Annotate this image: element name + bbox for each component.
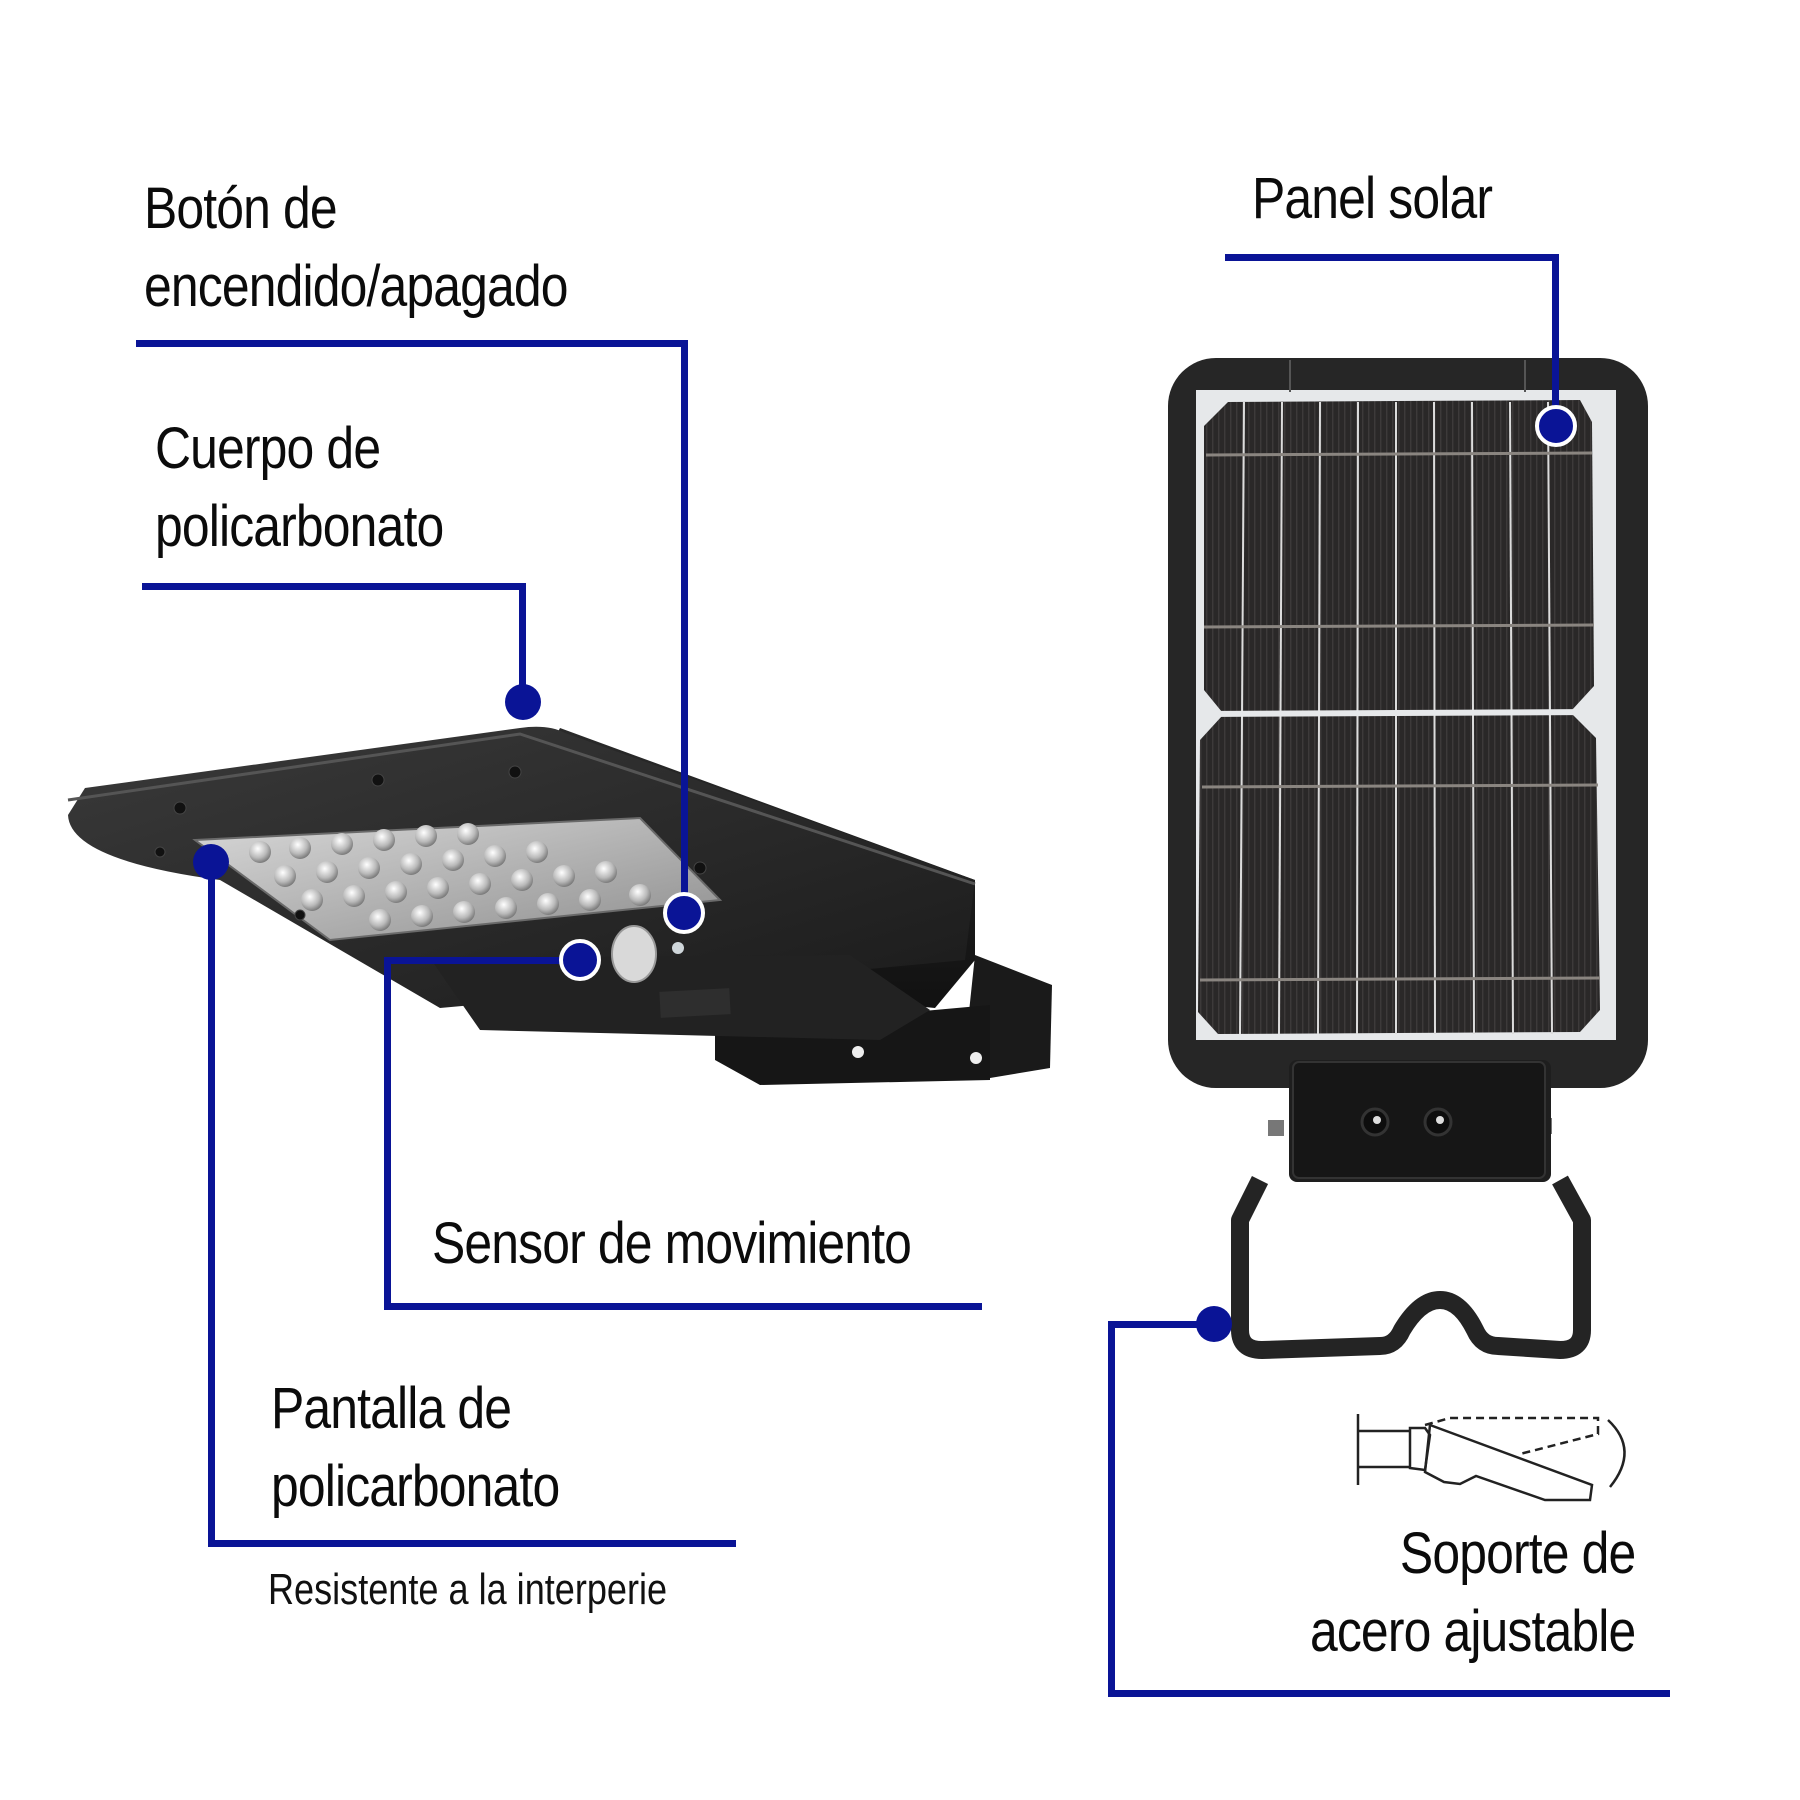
- label-body: Cuerpo de policarbonato: [155, 410, 444, 566]
- label-body-line1: Cuerpo de: [155, 416, 381, 481]
- label-screen-line1: Pantalla de: [271, 1376, 512, 1441]
- callout-line-panel-h: [1225, 254, 1559, 261]
- label-body-line2: policarbonato: [155, 494, 444, 559]
- callout-line-bracket-h1: [1108, 1321, 1213, 1328]
- label-screen-line2: policarbonato: [271, 1454, 560, 1519]
- callout-line-power-v: [681, 340, 688, 913]
- callout-dot-power-button: [663, 892, 705, 934]
- label-solar-panel: Panel solar: [1252, 160, 1493, 238]
- label-screen-note: Resistente a la interperie: [268, 1565, 668, 1614]
- callout-line-body-v: [519, 583, 526, 703]
- label-power-button-line1: Botón de: [144, 176, 338, 241]
- callout-line-screen-h: [208, 1540, 736, 1547]
- callout-line-screen-v: [208, 862, 215, 1547]
- callout-dot-solar-panel: [1535, 405, 1577, 447]
- solar-panel-image: [1168, 358, 1648, 1359]
- callout-dot-body: [505, 684, 541, 720]
- adjustable-tilt-icon: [1356, 1414, 1626, 1502]
- label-bracket-line1: Soporte de: [1399, 1521, 1636, 1586]
- solar-street-lamp-image: [67, 726, 1052, 1085]
- label-motion-sensor-line1: Sensor de movimiento: [432, 1211, 912, 1276]
- label-bracket-line2: acero ajustable: [1309, 1599, 1636, 1664]
- label-power-button: Botón de encendido/apagado: [144, 170, 569, 326]
- callout-line-sensor-h2: [384, 1303, 982, 1310]
- callout-line-bracket-h2: [1108, 1690, 1670, 1697]
- callout-line-power-h: [136, 340, 688, 347]
- callout-line-bracket-v: [1108, 1321, 1115, 1697]
- label-solar-panel-line1: Panel solar: [1252, 166, 1493, 231]
- label-bracket: Soporte de acero ajustable: [1309, 1515, 1636, 1671]
- callout-line-sensor-v: [384, 957, 391, 1309]
- callout-line-body-h: [142, 583, 526, 590]
- callout-line-panel-v: [1552, 254, 1559, 426]
- callout-line-sensor-h1: [384, 957, 580, 964]
- label-power-button-line2: encendido/apagado: [144, 254, 569, 319]
- callout-dot-motion-sensor: [559, 939, 601, 981]
- label-screen: Pantalla de policarbonato: [271, 1370, 560, 1526]
- label-motion-sensor: Sensor de movimiento: [432, 1205, 912, 1283]
